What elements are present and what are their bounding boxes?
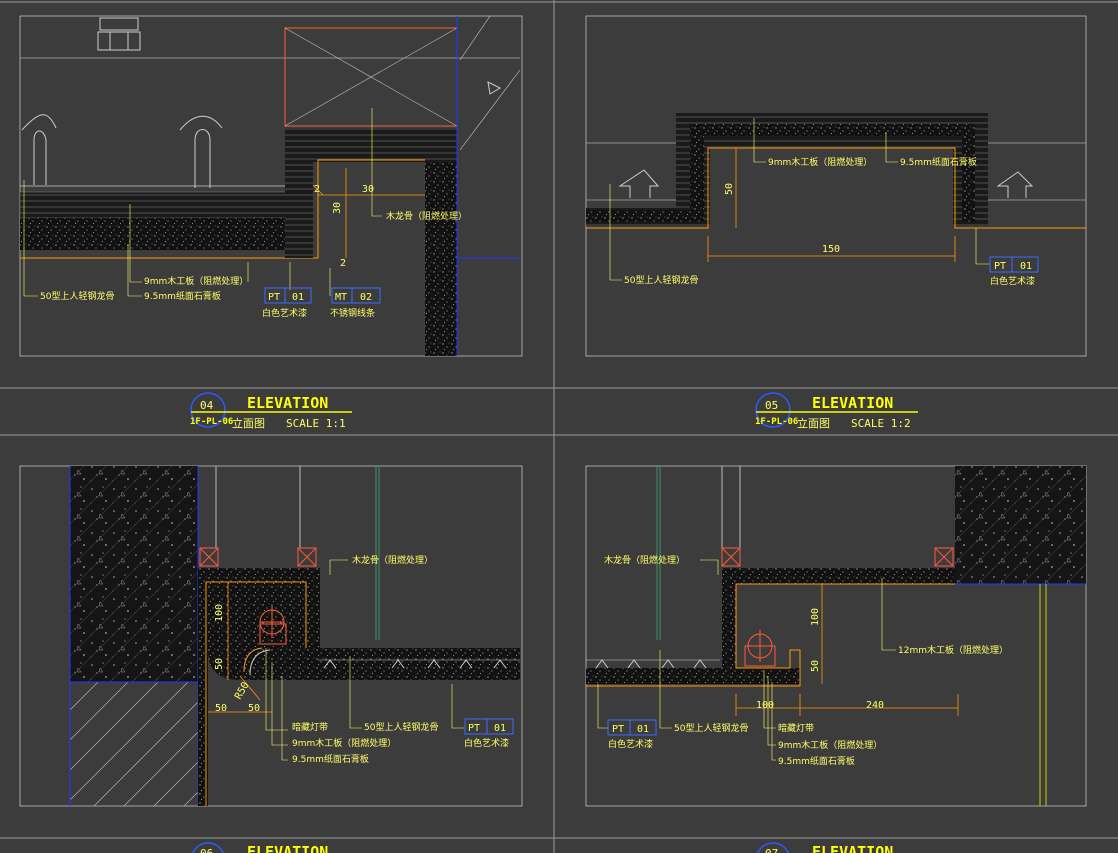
detail-05-tag-pt: PT 01 — [989, 256, 1039, 273]
detail-05-label-gypsum: 9.5mm纸面石膏板 — [900, 156, 977, 168]
detail-07-label-paint: 白色艺术漆 — [608, 738, 653, 750]
detail-07-label-light: 暗藏灯带 — [778, 722, 814, 734]
detail-07-label-keel: 木龙骨（阻燃处理） — [604, 554, 685, 566]
tag-number: 01 — [292, 292, 304, 303]
detail-06-label-light: 暗藏灯带 — [292, 721, 328, 733]
detail-06-label-steel: 50型上人轻钢龙骨 — [364, 721, 438, 733]
detail-07-label-board12: 12mm木工板（阻燃处理） — [898, 644, 1008, 656]
detail-06-label-paint: 白色艺术漆 — [464, 737, 509, 749]
detail-07-label-steel: 50型上人轻钢龙骨 — [674, 722, 748, 734]
detail-05-dim-height: 50 — [724, 183, 735, 195]
detail-05-label-steel: 50型上人轻钢龙骨 — [624, 274, 698, 286]
detail-04-dim-gap-top: 2 — [314, 184, 320, 195]
detail-04-dim-width: 30 — [362, 184, 374, 195]
detail-04-label-steel: 50型上人轻钢龙骨 — [40, 290, 114, 302]
detail-06-dim-100: 100 — [214, 604, 225, 622]
detail-07-dim-100-vertical: 100 — [810, 608, 821, 626]
tag-number: 01 — [637, 724, 649, 735]
scale-04: SCALE 1:1 — [286, 417, 346, 430]
detail-number-06: 06 — [200, 847, 213, 853]
detail-07-dim-50-vertical: 50 — [810, 660, 821, 672]
detail-06-geometry — [69, 466, 520, 806]
subtitle-04: 立面图 — [232, 416, 265, 430]
detail-05: 50 150 9mm木工板（阻燃处理） 9.5mm纸面石膏板 50型上人轻钢龙骨… — [586, 113, 1086, 287]
detail-06-label-board: 9mm木工板（阻燃处理） — [292, 737, 396, 749]
detail-06-label-keel: 木龙骨（阻燃处理） — [352, 554, 433, 566]
detail-07-tag-pt: PT 01 — [607, 719, 657, 736]
tag-code: PT — [994, 261, 1006, 272]
detail-04-label-paint: 白色艺术漆 — [262, 307, 307, 319]
detail-04-leaders — [23, 108, 382, 297]
title-06: ELEVATION — [247, 843, 328, 853]
detail-07-leaders — [597, 559, 896, 761]
detail-06-tag-pt: PT 01 — [464, 718, 514, 735]
title-block-07: 07 ELEVATION — [756, 842, 893, 853]
detail-07-geometry — [586, 466, 1086, 806]
detail-04-label-strip: 不锈钢线条 — [330, 307, 375, 319]
detail-04-tag-pt: PT 01 — [264, 287, 312, 304]
detail-04: 30 30 2 2 木龙骨（阻燃处理） 9mm木工板（阻燃处理） 9.5mm纸面… — [19, 15, 521, 356]
title-04: ELEVATION — [247, 394, 328, 412]
detail-07-dimensions — [735, 584, 959, 716]
detail-04-dimensions — [312, 168, 425, 258]
detail-04-tag-mt: MT 02 — [331, 287, 381, 304]
detail-07: 100 50 100 240 木龙骨（阻燃处理） 12mm木工板（阻燃处理） P… — [586, 466, 1086, 806]
detail-05-dimensions — [707, 148, 956, 262]
detail-05-label-board: 9mm木工板（阻燃处理） — [768, 156, 872, 168]
tag-code: MT — [335, 292, 347, 303]
tag-code: PT — [612, 724, 624, 735]
tag-code: PT — [268, 292, 280, 303]
detail-number-04: 04 — [200, 399, 214, 412]
detail-06-dim-50-left: 50 — [215, 703, 227, 714]
scale-05: SCALE 1:2 — [851, 417, 911, 430]
detail-04-label-gypsum: 9.5mm纸面石膏板 — [144, 290, 221, 302]
detail-06: 100 50 R50 50 50 木龙骨（阻燃处理） 暗藏灯带 9mm木工板（阻… — [69, 466, 520, 806]
sheet-ref-04: 1F-PL-06 — [190, 417, 233, 427]
tag-number: 01 — [1020, 261, 1032, 272]
detail-06-dim-50-vertical: 50 — [214, 658, 225, 670]
title-05: ELEVATION — [812, 394, 893, 412]
detail-06-label-gypsum: 9.5mm纸面石膏板 — [292, 753, 369, 765]
sheet-ref-05: 1F-PL-06 — [755, 417, 798, 427]
detail-07-dim-240: 240 — [866, 700, 884, 711]
detail-04-geometry — [19, 15, 521, 356]
detail-04-dim-gap-bottom: 2 — [340, 258, 346, 269]
detail-05-leaders — [609, 118, 990, 281]
detail-04-label-keel: 木龙骨（阻燃处理） — [386, 210, 467, 222]
detail-06-dimensions — [208, 582, 272, 713]
detail-04-label-board: 9mm木工板（阻燃处理） — [144, 275, 248, 287]
detail-04-dim-height: 30 — [332, 202, 343, 214]
title-block-05: 05 1F-PL-06 ELEVATION 立面图 SCALE 1:2 — [755, 392, 918, 430]
detail-06-leaders — [265, 559, 464, 761]
tag-number: 02 — [360, 292, 372, 303]
detail-06-dim-radius: R50 — [233, 680, 252, 701]
detail-number-05: 05 — [765, 399, 778, 412]
detail-07-dim-100-horizontal: 100 — [756, 700, 774, 711]
detail-05-geometry — [586, 113, 1086, 229]
detail-05-label-paint: 白色艺术漆 — [990, 275, 1035, 287]
subtitle-05: 立面图 — [797, 416, 830, 430]
detail-number-07: 07 — [765, 847, 778, 853]
title-block-04: 04 1F-PL-06 ELEVATION 立面图 SCALE 1:1 — [190, 392, 352, 430]
detail-07-label-gypsum: 9.5mm纸面石膏板 — [778, 755, 855, 767]
tag-code: PT — [468, 723, 480, 734]
title-07: ELEVATION — [812, 843, 893, 853]
detail-05-dim-width: 150 — [822, 244, 840, 255]
detail-07-label-board: 9mm木工板（阻燃处理） — [778, 739, 882, 751]
title-block-06: 06 ELEVATION — [191, 842, 328, 853]
tag-number: 01 — [494, 723, 506, 734]
detail-06-dim-50-right: 50 — [248, 703, 260, 714]
